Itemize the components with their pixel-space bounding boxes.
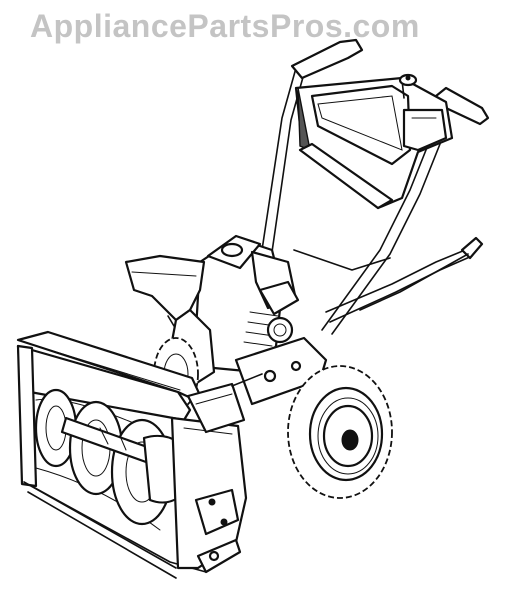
handle-frame xyxy=(261,38,490,335)
engine xyxy=(194,234,328,406)
right-wheel xyxy=(287,365,393,499)
auger-gearbox xyxy=(186,373,263,434)
right-side-plate xyxy=(23,416,248,579)
auger-housing xyxy=(16,330,207,573)
control-panel xyxy=(294,73,454,210)
